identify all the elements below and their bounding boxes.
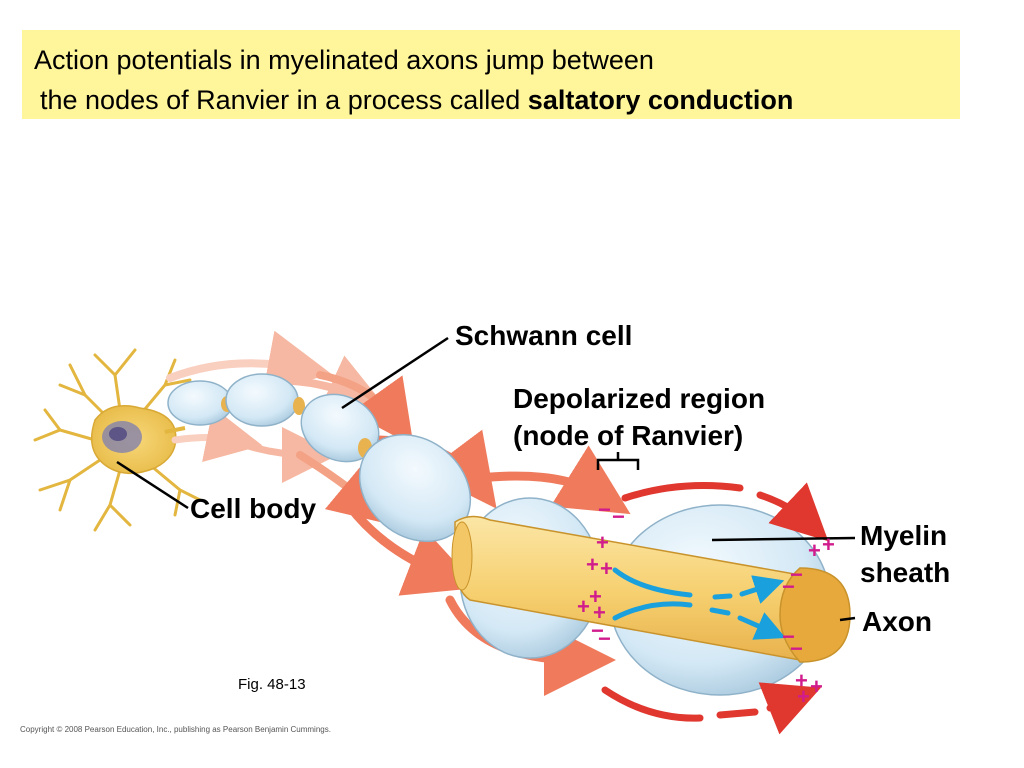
node-of-ranvier-label: (node of Ranvier) — [513, 420, 744, 451]
node-bracket — [596, 452, 640, 470]
charge-plus: + — [596, 530, 609, 555]
charge-minus: − — [790, 562, 803, 587]
charge-plus: + — [593, 600, 606, 625]
copyright-notice: Copyright © 2008 Pearson Education, Inc.… — [20, 725, 331, 734]
myelinated-axon-cutaway — [451, 497, 851, 696]
charge-plus: + — [577, 594, 590, 619]
myelin-label: Myelin — [860, 520, 948, 551]
charge-minus: − — [591, 618, 604, 643]
axon-label: Axon — [862, 606, 932, 637]
charge-plus: + — [589, 584, 602, 609]
charge-plus: + — [808, 538, 821, 563]
charge-plus: + — [810, 674, 823, 699]
cell-body-label: Cell body — [190, 493, 317, 524]
charge-minus: − — [598, 626, 611, 651]
schwann-cell-label: Schwann cell — [455, 320, 633, 351]
charge-minus: − — [790, 636, 803, 661]
figure-caption: Fig. 48-13 — [238, 676, 306, 693]
charge-minus: − — [598, 497, 611, 522]
charge-minus: − — [782, 574, 795, 599]
title-line-2-text: the nodes of Ranvier in a process called — [40, 85, 521, 115]
title-line-1: Action potentials in myelinated axons ju… — [34, 45, 654, 75]
title-keyword: saltatory conduction — [527, 85, 794, 115]
leader-lines — [116, 336, 856, 622]
charge-plus: + — [586, 552, 599, 577]
title-banner: Action potentials in myelinated axons ju… — [22, 30, 960, 119]
membrane-charges: − − + + + + + + − − + + − − − − + + + — [577, 497, 835, 709]
charge-plus: + — [797, 684, 810, 709]
charge-plus: + — [795, 668, 808, 693]
charge-plus: + — [600, 556, 613, 581]
depolarized-region-label: Depolarized region — [513, 383, 766, 414]
title-line-2: the nodes of Ranvier in a process called… — [34, 80, 960, 120]
charge-minus: − — [612, 504, 625, 529]
charge-plus: + — [822, 532, 835, 557]
propagation-arrows — [601, 482, 829, 735]
sheath-label: sheath — [860, 557, 951, 588]
local-current-arrows — [612, 567, 786, 640]
cell-body-shape — [33, 348, 202, 532]
myelin-segments-proximal — [167, 373, 472, 543]
charge-minus: − — [782, 624, 795, 649]
